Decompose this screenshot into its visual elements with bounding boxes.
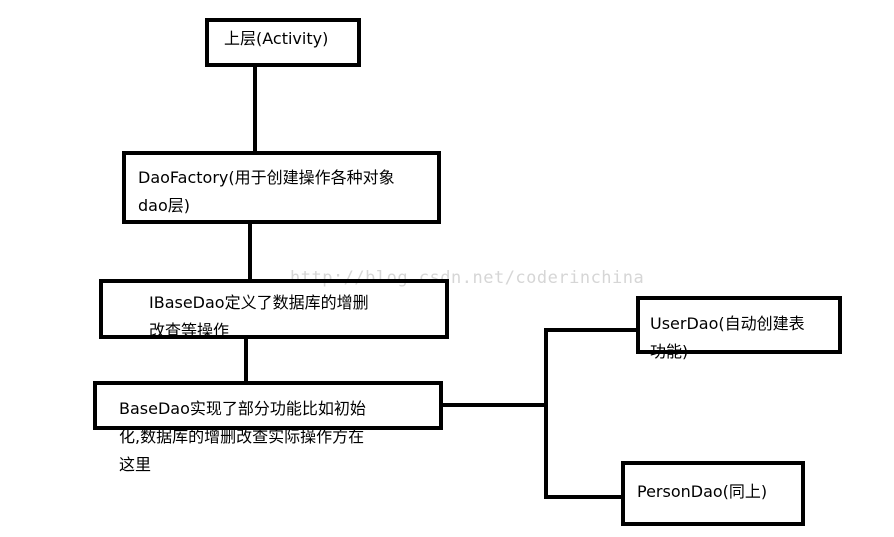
user-dao-node xyxy=(636,296,842,354)
watermark-text: http://blog.csdn.net/coderinchina xyxy=(290,268,645,288)
ibase-dao-node-label: IBaseDao定义了数据库的增删 改查等操作 xyxy=(149,293,369,340)
ibase-dao-node xyxy=(99,279,449,339)
person-dao-node xyxy=(621,461,805,526)
base-dao-node-label: BaseDao实现了部分功能比如初始 化,数据库的增删改查实际操作方在 这里 xyxy=(119,399,366,474)
dao-factory-node xyxy=(122,151,441,224)
activity-node-label: 上层(Activity) xyxy=(224,29,329,48)
dao-factory-node-label: DaoFactory(用于创建操作各种对象 dao层) xyxy=(138,168,395,215)
person-dao-node-label: PersonDao(同上) xyxy=(637,482,768,501)
activity-node xyxy=(205,18,361,67)
base-dao-node xyxy=(93,381,443,430)
user-dao-node-label: UserDao(自动创建表 功能) xyxy=(650,314,805,361)
